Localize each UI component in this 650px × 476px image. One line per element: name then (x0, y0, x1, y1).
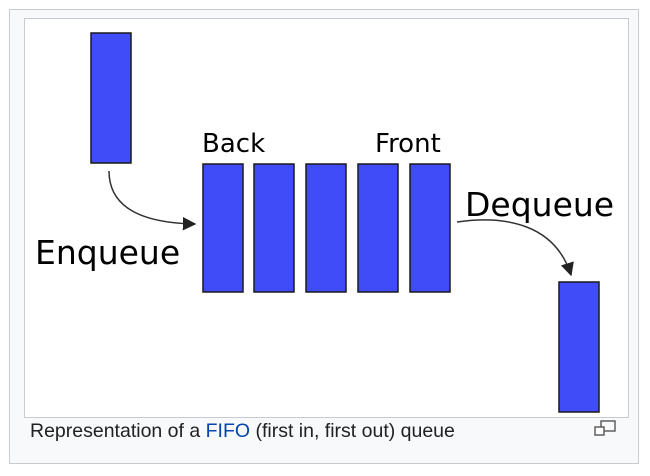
back-label: Back (202, 129, 265, 159)
queue-block-2 (253, 163, 295, 293)
enlarge-icon[interactable] (593, 420, 617, 438)
fifo-link[interactable]: FIFO (205, 420, 251, 442)
enqueue-label: Enqueue (35, 233, 180, 272)
incoming-block (90, 32, 132, 164)
queue-block-1 (202, 163, 244, 293)
caption-suffix: (first in, first out) queue (250, 420, 455, 442)
queue-diagram: Back Front Enqueue Dequeue (35, 32, 614, 413)
dequeue-arrow (456, 219, 574, 277)
queue-block-3 (305, 163, 347, 293)
front-label: Front (375, 129, 441, 159)
queue-block-4 (357, 163, 399, 293)
enqueue-arrow (108, 170, 197, 231)
queue-block-5 (409, 163, 451, 293)
dequeue-label: Dequeue (465, 185, 614, 224)
outgoing-block (558, 281, 600, 413)
figure-thumbnail: Back Front Enqueue Dequeue Representatio… (9, 9, 639, 464)
caption-prefix: Representation of a (30, 420, 206, 442)
diagram-image[interactable]: Back Front Enqueue Dequeue (24, 18, 629, 418)
figure-caption: Representation of a FIFO (first in, firs… (30, 420, 455, 443)
